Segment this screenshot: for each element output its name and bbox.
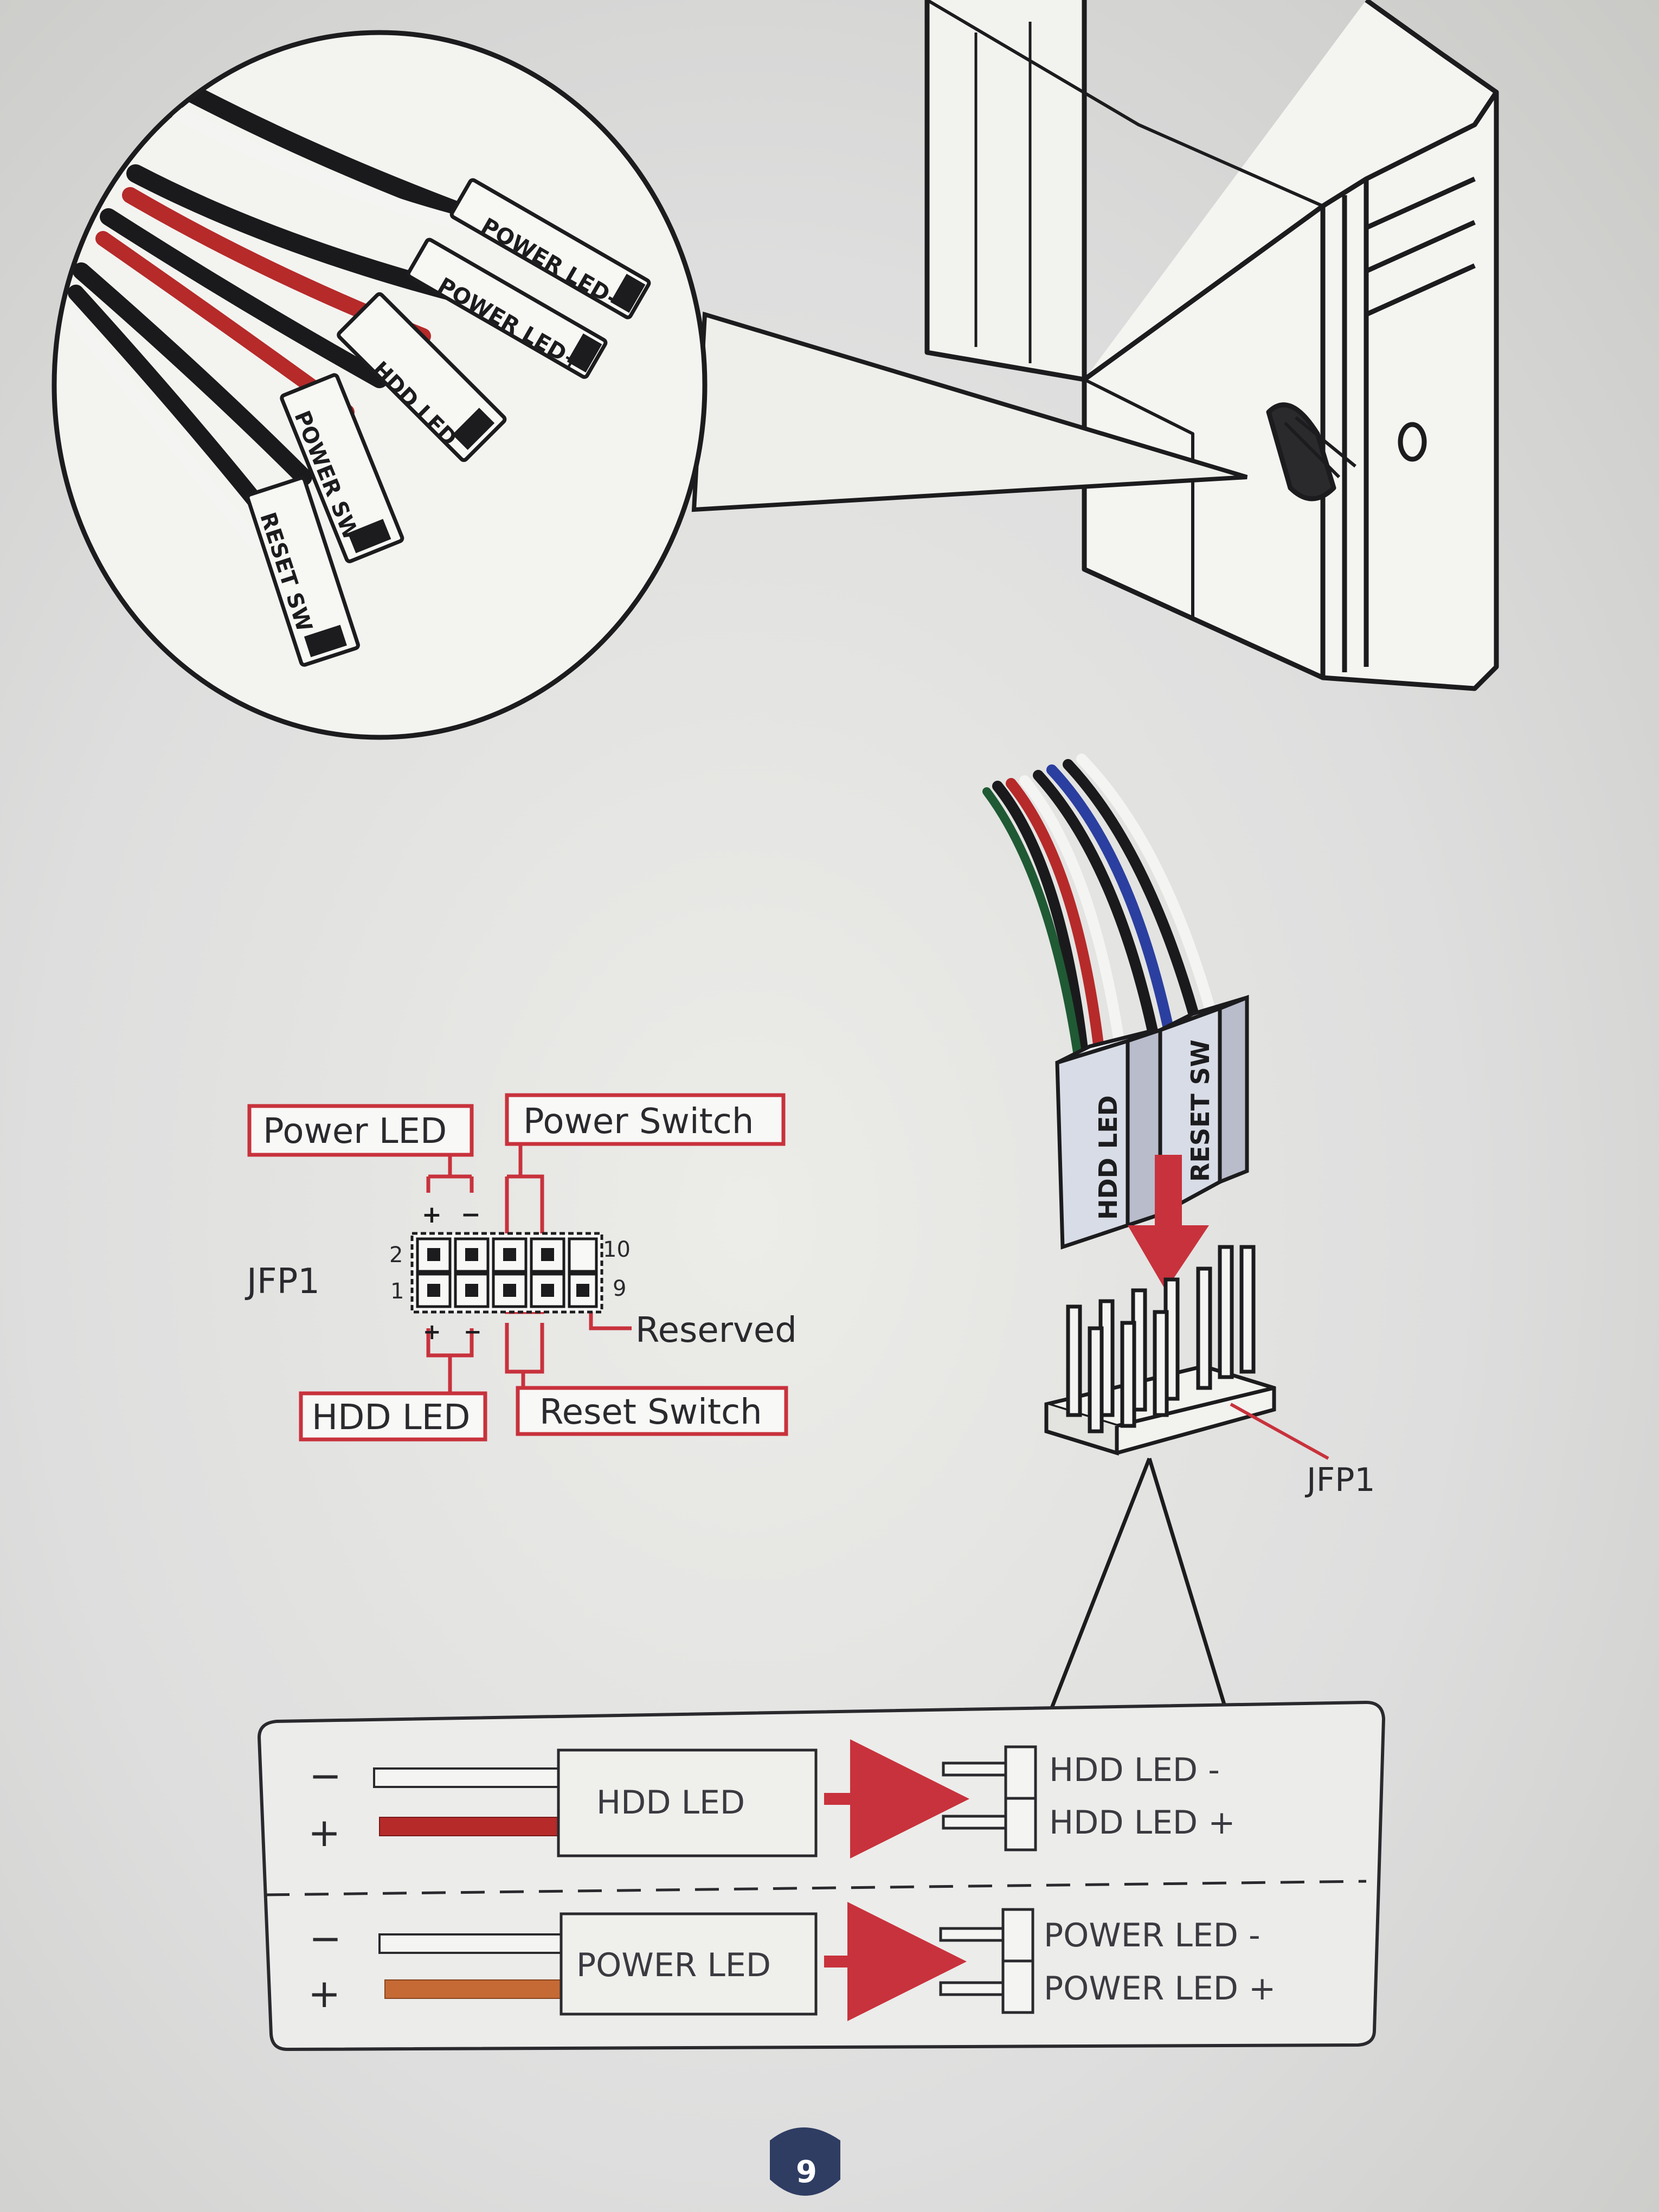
row2-plug-label: POWER LED [576, 1946, 771, 1984]
pin-mark-minus-top: − [461, 1201, 481, 1229]
row2-plus-sign: + [308, 1971, 340, 2016]
pin-grid [410, 1232, 603, 1314]
pin-number-2: 2 [389, 1243, 403, 1268]
page-number-badge: 9 [770, 2127, 840, 2196]
plug-illustration: HDD LED RESET SW JFP1 [982, 754, 1375, 1709]
row1-plug [557, 1748, 818, 1857]
polarity-panel: − + HDD LED HDD LED - HDD LED + − + POWE… [257, 1700, 1386, 2052]
row1-plus-sign: + [308, 1810, 340, 1855]
row2-pin-minus-label: POWER LED - [1044, 1917, 1261, 1954]
pin-mark-minus-bottom: − [464, 1320, 482, 1345]
pinout-box-hdd-led [299, 1391, 487, 1442]
plug-label-reset-sw: RESET SW [1186, 1039, 1215, 1182]
pc-case-drawing [924, 0, 1499, 691]
insert-arrow [1128, 1155, 1209, 1290]
pinout-label-power-switch: Power Switch [523, 1102, 754, 1142]
pinout-label-hdd-led: HDD LED [312, 1398, 470, 1438]
row2-minus-sign: − [309, 1915, 342, 1961]
header-label-jfp1: JFP1 [1304, 1461, 1375, 1499]
connector-callout: POWER LED- POWER LED+ HDD LED POWER SW R… [52, 30, 708, 740]
pinout-box-reset-switch [516, 1386, 788, 1436]
pin-number-9: 9 [613, 1276, 626, 1301]
pinout-box-power-switch [505, 1093, 786, 1146]
page-number: 9 [796, 2155, 817, 2190]
row1-minus-sign: − [309, 1753, 342, 1798]
pin-mark-plus-top: + [422, 1201, 442, 1229]
plug-label-hdd-led: HDD LED [1094, 1095, 1123, 1220]
row1-pin-plus-label: HDD LED + [1049, 1804, 1235, 1842]
row2-pin-plus-label: POWER LED + [1044, 1970, 1276, 2008]
row1-plug-label: HDD LED [596, 1784, 745, 1822]
pin-number-1: 1 [390, 1279, 404, 1304]
pinout-box-power-led [247, 1104, 474, 1157]
jfp1-header [1044, 1245, 1276, 1456]
pinout-label-reset-switch: Reset Switch [539, 1392, 762, 1432]
pinout-label-reserved: Reserved [635, 1310, 797, 1351]
pinout-label-power-led: Power LED [263, 1111, 447, 1152]
row2-plug [560, 1912, 818, 2016]
pin-mark-plus-bottom: + [423, 1320, 441, 1345]
jfp1-pinout: Power LED Power Switch HDD LED Reset Swi… [245, 1093, 797, 1442]
pin-number-10: 10 [603, 1237, 631, 1262]
pinout-header-name: JFP1 [245, 1262, 320, 1302]
row1-pin-minus-label: HDD LED - [1049, 1751, 1220, 1789]
